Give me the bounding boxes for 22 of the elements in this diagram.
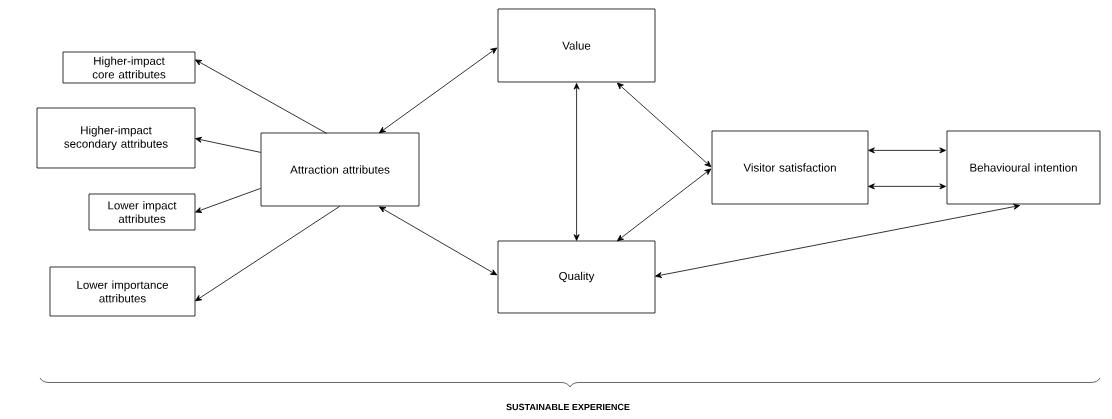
arrow	[379, 206, 498, 276]
arrow	[868, 147, 946, 154]
arrow	[379, 47, 498, 134]
box: Higher-impact core attributes	[62, 51, 196, 84]
brace-label: SUSTAINABLE EXPERIENCE	[506, 403, 630, 411]
box: Higher-impact secondary attributes	[36, 107, 196, 169]
box: Lower impact attributes	[88, 193, 196, 231]
arrow	[573, 83, 580, 241]
arrow	[616, 82, 712, 168]
arrow	[617, 168, 712, 242]
arrow	[868, 183, 946, 190]
box: Visitor satisfaction	[711, 130, 869, 205]
arrow	[195, 59, 327, 134]
arrow	[195, 136, 261, 153]
box: Quality	[497, 240, 656, 314]
arrow	[195, 206, 340, 302]
arrow	[195, 188, 261, 213]
arrow	[655, 203, 1020, 278]
box: Attraction attributes	[260, 132, 420, 207]
box: Behavioural intention	[946, 130, 1101, 205]
box: Value	[497, 8, 656, 83]
box: Lower importance attributes	[49, 266, 196, 317]
